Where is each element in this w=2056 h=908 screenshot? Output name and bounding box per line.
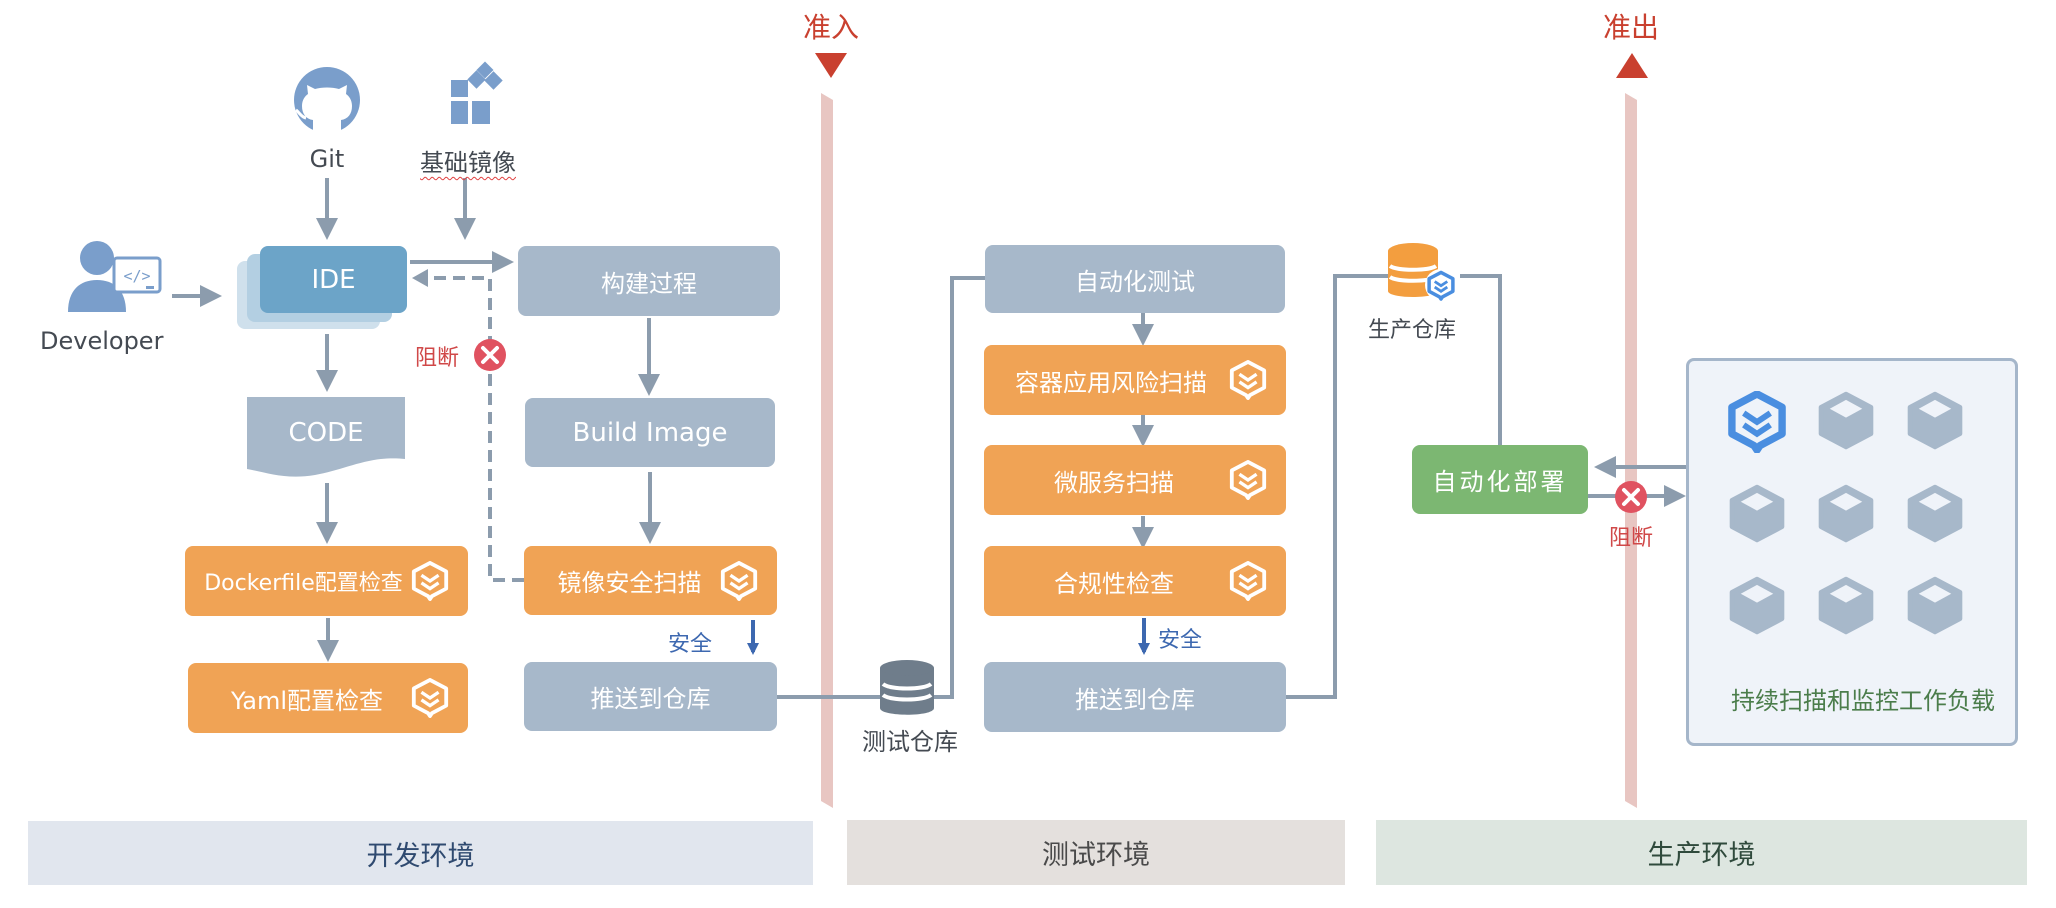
dashed-block-return xyxy=(425,276,524,582)
dev-push-repo-box[interactable]: 推送到仓库 xyxy=(524,662,777,731)
entry-gate-triangle xyxy=(815,53,847,78)
test-push-repo-box[interactable]: 推送到仓库 xyxy=(984,662,1286,732)
code-document-shape xyxy=(247,397,405,477)
container-icon xyxy=(1729,576,1785,635)
developer-label: Developer xyxy=(40,327,164,355)
auto-deploy-label: 自动化部署 xyxy=(1432,468,1568,496)
dockerfile-check-box[interactable]: Dockerfile配置检查 xyxy=(185,546,468,616)
line-prod-repo-to-deploy xyxy=(1460,274,1502,445)
dev-push-repo-label: 推送到仓库 xyxy=(590,685,711,713)
svg-text:</>: </> xyxy=(123,267,150,285)
block-icon-prod xyxy=(1615,481,1647,513)
microservice-scan-box[interactable]: 微服务扫描 xyxy=(984,445,1286,515)
container-icon xyxy=(1818,391,1874,450)
ide-label: IDE xyxy=(311,264,356,295)
base-image-label: 基础镜像 xyxy=(420,149,516,177)
workload-label: 持续扫描和监控工作负载 xyxy=(1731,687,1995,715)
build-process-label: 构建过程 xyxy=(601,269,697,298)
env-band-prod: 生产环境 xyxy=(1376,820,2027,885)
dev-block-label: 阻断 xyxy=(415,346,460,371)
prod-block-label: 阻断 xyxy=(1609,526,1654,551)
git-icon xyxy=(294,67,360,133)
security-shield-icon xyxy=(411,678,449,718)
build-process-box[interactable]: 构建过程 xyxy=(518,246,780,316)
entry-gate-label: 准入 xyxy=(803,11,860,44)
prod-repo-db-icon xyxy=(1388,243,1457,301)
dockerfile-check-label: Dockerfile配置检查 xyxy=(204,571,403,596)
yaml-check-label: Yaml配置检查 xyxy=(230,686,384,715)
container-icon xyxy=(1818,484,1874,543)
test-repo-db-icon xyxy=(880,660,934,715)
dashed-arrowhead xyxy=(412,269,428,287)
build-image-label: Build Image xyxy=(572,417,728,448)
auto-test-box[interactable]: 自动化测试 xyxy=(985,245,1285,313)
yaml-check-box[interactable]: Yaml配置检查 xyxy=(188,663,468,733)
developer-icon: </> xyxy=(68,241,162,312)
code-label: CODE xyxy=(288,418,364,448)
security-shield-icon xyxy=(1728,391,1786,453)
container-icon xyxy=(1907,391,1963,450)
ide-box[interactable]: IDE xyxy=(260,246,407,313)
git-label: Git xyxy=(309,145,345,173)
base-image-icon xyxy=(451,61,503,124)
test-push-repo-label: 推送到仓库 xyxy=(1075,685,1195,714)
line-push-to-test-repo xyxy=(777,276,985,699)
line-push-to-prod-repo xyxy=(1286,274,1395,699)
container-risk-scan-box[interactable]: 容器应用风险扫描 xyxy=(984,345,1286,415)
container-risk-scan-label: 容器应用风险扫描 xyxy=(1015,368,1207,397)
container-icon xyxy=(1907,484,1963,543)
env-band-test: 测试环境 xyxy=(847,820,1345,885)
test-safe-label: 安全 xyxy=(1158,628,1203,653)
env-label-dev: 开发环境 xyxy=(366,840,475,872)
security-shield-icon xyxy=(1229,360,1267,400)
workload-panel: 持续扫描和监控工作负载 xyxy=(1686,358,2018,746)
block-icon-dev xyxy=(474,339,506,371)
auto-deploy-box[interactable]: 自动化部署 xyxy=(1412,445,1588,514)
dev-safe-label: 安全 xyxy=(668,632,713,657)
build-image-box[interactable]: Build Image xyxy=(525,398,775,467)
compliance-check-box[interactable]: 合规性检查 xyxy=(984,546,1286,616)
security-shield-icon xyxy=(720,560,758,601)
entry-gate-bar xyxy=(821,93,833,808)
security-shield-icon xyxy=(1229,561,1267,601)
container-icon xyxy=(1818,576,1874,635)
env-label-prod: 生产环境 xyxy=(1647,840,1756,871)
auto-test-label: 自动化测试 xyxy=(1075,267,1195,296)
exit-gate-label: 准出 xyxy=(1603,11,1660,44)
container-icon xyxy=(1907,576,1963,635)
compliance-check-label: 合规性检查 xyxy=(1054,569,1174,598)
test-repo-label: 测试仓库 xyxy=(862,728,958,756)
microservice-scan-label: 微服务扫描 xyxy=(1054,468,1174,497)
security-shield-icon xyxy=(411,561,449,601)
image-scan-box[interactable]: 镜像安全扫描 xyxy=(524,546,777,615)
security-shield-icon xyxy=(1229,460,1267,500)
prod-repo-label: 生产仓库 xyxy=(1368,318,1457,343)
image-scan-label: 镜像安全扫描 xyxy=(557,569,702,597)
container-icon xyxy=(1729,484,1785,543)
exit-gate-triangle xyxy=(1616,53,1648,78)
env-band-dev: 开发环境 xyxy=(28,821,813,885)
exit-gate-bar xyxy=(1625,93,1637,808)
env-label-test: 测试环境 xyxy=(1042,840,1150,871)
